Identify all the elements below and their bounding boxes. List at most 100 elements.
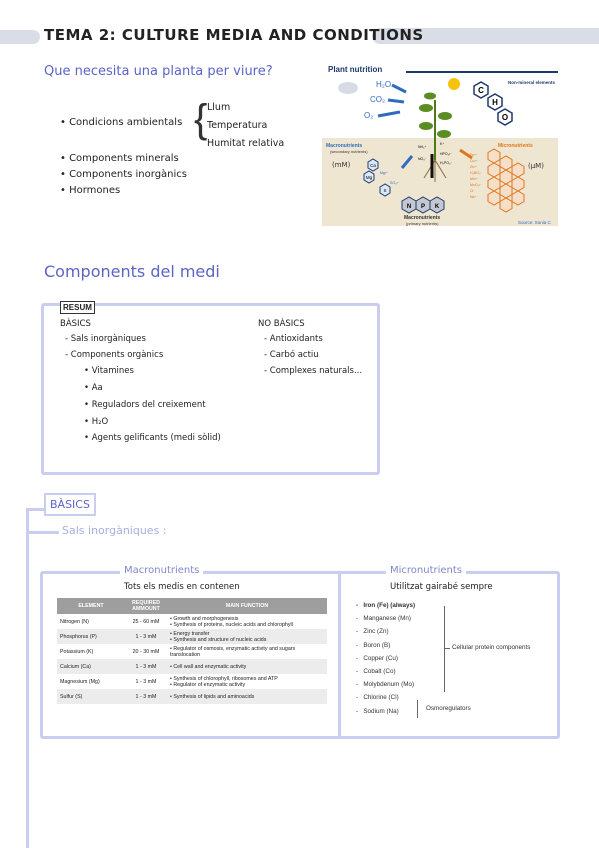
needs-other: • Components minerals <box>60 153 179 164</box>
hexagon-icon <box>487 162 501 178</box>
center-ion: H₂PO₄⁻ <box>440 161 452 165</box>
table-row: Calcium (Ca)1 - 3 mM• Cell wall and enzy… <box>57 659 327 674</box>
table-row: Nitrogen (N)25 - 60 mM• Growth and morph… <box>57 614 327 629</box>
macro-table-wrap: ELEMENT REQUIRED AMMOUNT MAIN FUNCTION N… <box>57 598 327 704</box>
env-item: Llum <box>207 102 231 113</box>
macro-element: S <box>383 188 386 193</box>
tree-branch <box>26 508 44 511</box>
arrow-icon <box>400 155 414 169</box>
micro-ion: Cu²⁺ <box>470 159 478 163</box>
element-cell: Phosphorus (P) <box>57 629 125 644</box>
non-basics-item: - Carbó actiu <box>264 350 319 360</box>
hexagon-icon <box>511 162 525 178</box>
title-decoration-right <box>372 28 599 44</box>
amount-cell: 25 - 60 mM <box>132 618 160 625</box>
function-text: Energy transfer <box>173 630 210 637</box>
function-text: Regulator of osmosis, enzymatic activity… <box>170 645 296 658</box>
non-mineral-element: C <box>478 86 484 95</box>
hexagon-icon <box>497 108 513 126</box>
macro-table: ELEMENT REQUIRED AMMOUNT MAIN FUNCTION N… <box>57 598 327 704</box>
function-line: • Synthesis and structure of nucleic aci… <box>170 637 324 643</box>
group-bracket <box>444 606 445 692</box>
function-text: Regulator of enzymatic activity <box>173 681 246 688</box>
function-line: • Synthesis of lipids and aminoacids <box>170 694 324 700</box>
gas-label: O₂ <box>364 111 373 120</box>
micro-item-label: Molybdenum (Mo) <box>363 681 415 689</box>
amount-cell: 1 - 3 mM <box>135 678 157 685</box>
dash: - <box>356 681 364 689</box>
function-line: • Growth and morphogenesis <box>170 616 324 622</box>
micro-label: Micronutrients <box>498 143 533 149</box>
secondary-macro-sub: (secondary nutrients) <box>330 149 368 154</box>
micro-item-label: Manganese (Mn) <box>363 615 411 623</box>
dash: - <box>356 602 364 609</box>
hexagon-icon <box>499 197 513 213</box>
function-line: • Regulator of osmosis, enzymatic activi… <box>170 646 324 658</box>
macro-subtitle: Tots els medis en contenen <box>124 582 240 592</box>
center-ion: NH₄⁺ <box>418 145 426 149</box>
micro-item-label: Cobalt (Co) <box>363 667 396 675</box>
non-mineral-label: Non-mineral elements <box>508 80 556 85</box>
npk-element: K <box>435 204 440 210</box>
non-basics-item: - Antioxidants <box>264 334 323 344</box>
macro-element: Ca <box>370 163 376 168</box>
function-text: Synthesis of proteins, nucleic acids and… <box>173 621 293 628</box>
sun-icon <box>448 78 460 90</box>
hexagon-icon <box>487 93 503 111</box>
tree-branch <box>29 531 59 534</box>
bullet: • <box>170 621 174 628</box>
macro-element: Mg <box>366 175 373 180</box>
hexagon-icon <box>499 169 513 185</box>
function-cell: • Synthesis of lipids and aminoacids <box>167 689 327 704</box>
needs-other: • Components inorgànics <box>60 169 187 180</box>
function-text: Synthesis and structure of nucleic acids <box>173 636 267 643</box>
micro-item: - Zinc (Zn) <box>356 628 415 641</box>
element-cell: Magnesium (Mg) <box>60 678 100 685</box>
title-decoration-left <box>0 30 40 44</box>
table-row: Sulfur (S)1 - 3 mM• Synthesis of lipids … <box>57 689 327 704</box>
arrow-icon <box>391 83 407 94</box>
components-heading: Components del medi <box>44 262 220 281</box>
needs-other: • Hormones <box>60 185 121 196</box>
arrow-icon <box>387 98 405 104</box>
center-ion: K⁺ <box>440 142 444 146</box>
micro-panel-head: Micronutrients <box>386 565 467 576</box>
plant-nutrition-svg: Plant nutrition H₂O CO₂ O₂ C H O Non-min… <box>322 65 558 226</box>
organic-item: • Aa <box>84 383 103 393</box>
micro-unit: (μM) <box>528 162 544 170</box>
plant-leaf <box>437 130 451 138</box>
needs-environmental: • Condicions ambientals <box>60 117 183 128</box>
macro-table-body: Nitrogen (N)25 - 60 mM• Growth and morph… <box>57 614 327 704</box>
basics-head: BÀSICS <box>60 319 91 329</box>
dash: - <box>356 615 364 623</box>
micro-item-label: Sodium (Na) <box>363 707 399 715</box>
hexagon-icon <box>379 183 391 197</box>
dash: - <box>356 641 364 649</box>
function-line: • Synthesis of proteins, nucleic acids a… <box>170 622 324 628</box>
dash: - <box>356 707 364 715</box>
npk-element: N <box>407 204 411 210</box>
plant-leaf <box>419 122 433 130</box>
figure-source: Source: Sonia C <box>518 220 552 225</box>
dash: - <box>356 694 364 702</box>
organic-item: • Vitamines <box>84 366 134 376</box>
page-title: TEMA 2: CULTURE MEDIA AND CONDITIONS <box>44 26 424 44</box>
macro-ion: Mg²⁺ <box>380 171 388 175</box>
function-cell: • Synthesis of chlorophyll, ribosomes an… <box>167 674 327 689</box>
nutrients-divider <box>338 571 341 736</box>
hexagon-icon <box>363 170 375 184</box>
resum-box <box>41 303 380 475</box>
table-row: Potassium (K)20 - 30 mM• Regulator of os… <box>57 644 327 659</box>
non-basics-item: - Complexes naturals... <box>264 366 363 376</box>
primary-macro-label: Macronutrients <box>404 215 440 221</box>
element-cell: Calcium (Ca) <box>57 659 125 674</box>
hexagon-icon <box>511 190 525 206</box>
hexagon-icon <box>487 176 501 192</box>
macro-unit: (mM) <box>332 161 351 169</box>
nutrients-box <box>40 571 560 739</box>
non-mineral-element: O <box>502 113 508 122</box>
function-line: • Cell wall and enzymatic activity <box>170 664 324 670</box>
function-line: • Energy transfer <box>170 631 324 637</box>
column-header: REQUIRED AMMOUNT <box>125 598 167 614</box>
table-header-row: ELEMENT REQUIRED AMMOUNT MAIN FUNCTION <box>57 598 327 614</box>
